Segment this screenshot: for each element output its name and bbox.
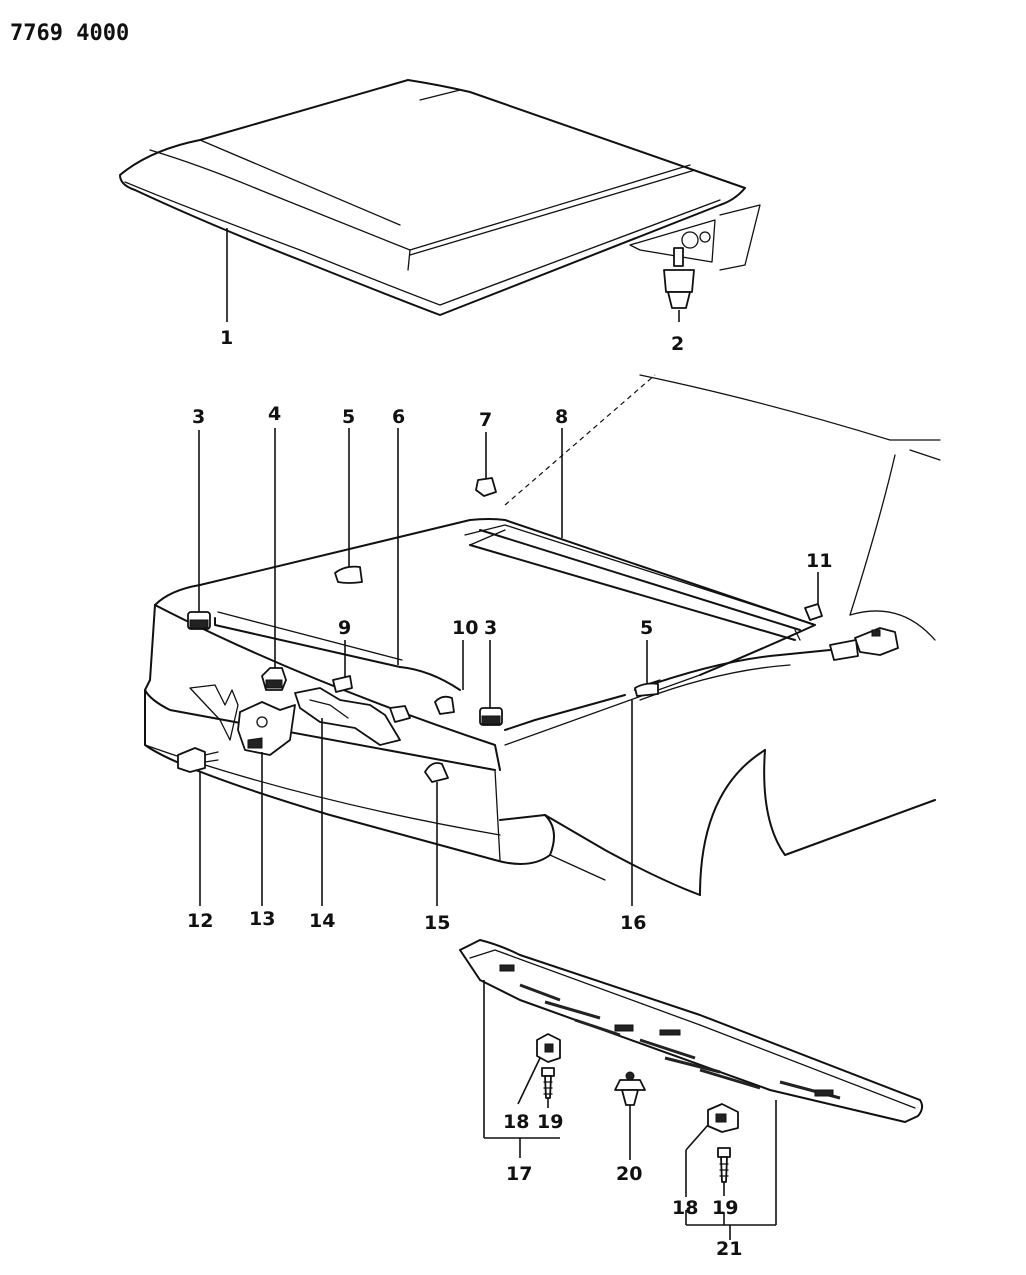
callout-6: 6 bbox=[392, 406, 405, 428]
callout-1: 1 bbox=[220, 327, 233, 349]
bumper-5-left bbox=[334, 565, 363, 584]
callout-labels: 1 2 3 4 5 6 7 8 9 10 3 5 11 12 13 14 15 … bbox=[187, 327, 832, 1260]
callout-2: 2 bbox=[671, 333, 684, 355]
striker-12 bbox=[177, 747, 219, 773]
bumper-stop-2 bbox=[663, 247, 695, 309]
callout-18-right: 18 bbox=[672, 1197, 698, 1219]
callout-15: 15 bbox=[424, 912, 450, 934]
document-number: 7769 4000 bbox=[10, 21, 129, 46]
bumper-5-right bbox=[634, 682, 659, 697]
callout-13: 13 bbox=[249, 908, 275, 930]
callout-18: 18 bbox=[503, 1111, 529, 1133]
clip-7 bbox=[475, 477, 497, 497]
callout-10: 10 bbox=[452, 617, 478, 639]
callout-11: 11 bbox=[806, 550, 832, 572]
callout-3-right: 3 bbox=[484, 617, 497, 639]
callout-5: 5 bbox=[342, 406, 355, 428]
grommet-10 bbox=[434, 695, 455, 715]
callout-12: 12 bbox=[187, 910, 213, 932]
rod-holder-4 bbox=[261, 667, 287, 691]
callout-8: 8 bbox=[555, 406, 568, 428]
screw-19-right bbox=[717, 1147, 731, 1183]
callout-19: 19 bbox=[537, 1111, 563, 1133]
callout-21: 21 bbox=[716, 1238, 742, 1260]
cable-end bbox=[389, 705, 411, 723]
callout-20: 20 bbox=[616, 1163, 642, 1185]
cylinder-14 bbox=[294, 687, 401, 746]
clip-11 bbox=[804, 603, 823, 621]
callout-5-right: 5 bbox=[640, 617, 653, 639]
car-body-drawing bbox=[144, 374, 941, 896]
trunk-trim-panel bbox=[459, 939, 924, 1123]
latch-13 bbox=[189, 684, 296, 756]
clip-9 bbox=[332, 675, 353, 693]
clip-nut-18-right bbox=[707, 1103, 739, 1133]
callout-16: 16 bbox=[620, 912, 646, 934]
callout-17: 17 bbox=[506, 1163, 532, 1185]
screw-19-left bbox=[541, 1067, 555, 1099]
bumper-pad-3-left bbox=[187, 611, 211, 630]
callout-7: 7 bbox=[479, 409, 492, 431]
clip-nut-18-left bbox=[536, 1033, 561, 1063]
callout-9: 9 bbox=[338, 617, 351, 639]
callout-3: 3 bbox=[192, 406, 205, 428]
leader-lines bbox=[198, 228, 819, 1240]
grommet-15 bbox=[424, 762, 449, 783]
callout-14: 14 bbox=[309, 910, 335, 932]
weatherstrip-8 bbox=[469, 529, 801, 641]
callout-19-right: 19 bbox=[712, 1197, 738, 1219]
cable-connector bbox=[829, 627, 899, 661]
bumper-pad-3-right bbox=[479, 707, 503, 726]
trunk-lid-drawing bbox=[119, 79, 761, 316]
rods bbox=[214, 611, 831, 731]
callout-4: 4 bbox=[268, 403, 281, 425]
clip-20 bbox=[614, 1071, 646, 1106]
